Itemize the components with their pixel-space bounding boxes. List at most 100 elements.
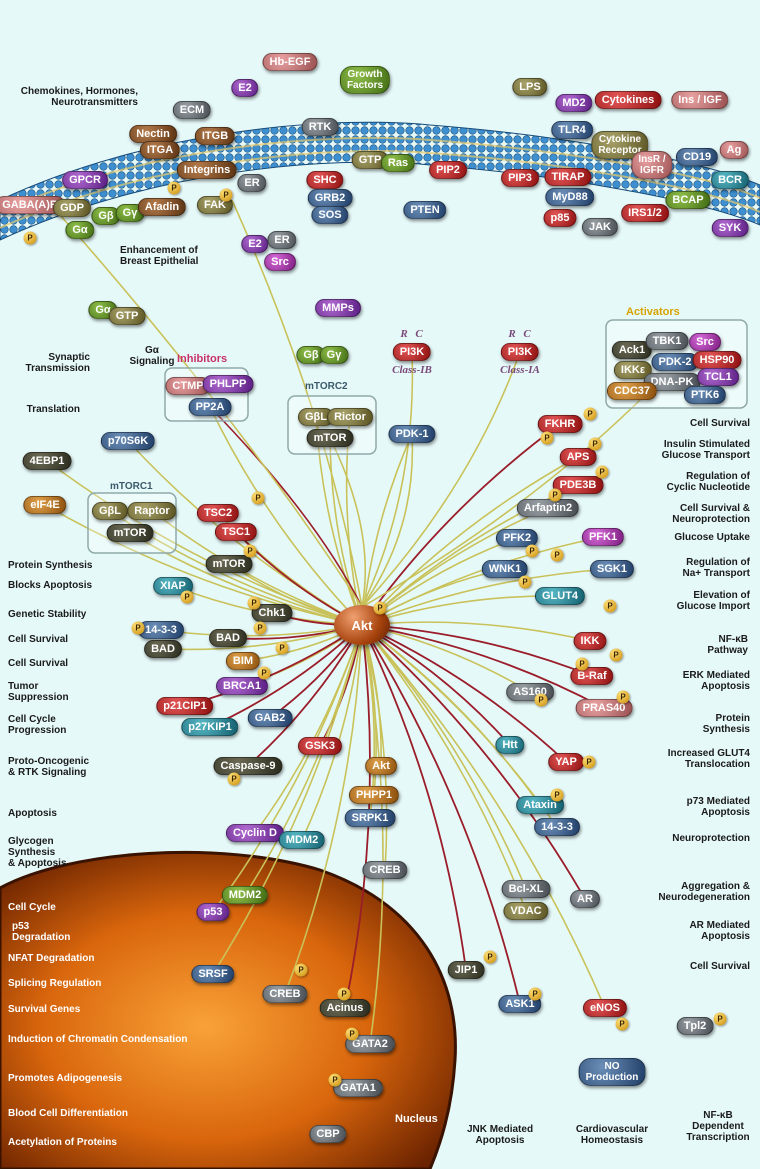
node-e2_top: E2 <box>231 79 259 97</box>
outcome-label: Acetylation of Proteins <box>8 1137 117 1148</box>
node-hbegf: Hb-EGF <box>262 53 318 71</box>
node-irs12: IRS1/2 <box>621 204 669 222</box>
edge-akt-fkhr <box>361 423 561 626</box>
outcome-label: Cardiovascular Homeostasis <box>575 1124 649 1146</box>
node-lps: LPS <box>512 78 548 96</box>
node-phpp1: PHPP1 <box>348 786 400 804</box>
outcome-label: Neuroprotection <box>672 833 750 844</box>
outcome-label: Increased GLUT4 Translocation <box>667 748 750 770</box>
node-gab2: GAB2 <box>247 709 293 727</box>
node-casp9: Caspase-9 <box>213 757 283 775</box>
outcome-label: Survival Genes <box>8 1004 81 1015</box>
node-ataxin: Ataxin <box>516 796 564 814</box>
edge-akt-aps <box>361 456 579 626</box>
node-akt2: Akt <box>365 757 397 775</box>
node-tsc2: TSC2 <box>196 504 240 522</box>
node-phlpp: PHLPP <box>202 375 254 393</box>
phospho-badge: P <box>548 488 562 502</box>
node-insr: InsR / IGFR <box>631 151 673 179</box>
node-bclxl: Bcl-XL <box>501 880 551 898</box>
node-4ebp1: 4EBP1 <box>22 452 72 470</box>
edge-akt-mdm2 <box>301 624 363 841</box>
node-p27: p27KIP1 <box>181 718 239 736</box>
node-e2_c: E2 <box>241 235 269 253</box>
outcome-label: p53 Degradation <box>12 921 71 943</box>
node-gabaar: GABA(A)R <box>0 196 65 214</box>
edge-akt-creb2 <box>284 624 363 995</box>
edge-upstream-6 <box>231 199 363 608</box>
node-creb1: CREB <box>362 861 408 879</box>
node-pi3k_ia: PI3K <box>500 343 540 361</box>
node-glut4: GLUT4 <box>534 587 586 605</box>
outcome-label: Blocks Apoptosis <box>8 580 93 591</box>
node-gsk3: GSK3 <box>298 737 342 755</box>
phospho-badge: P <box>294 963 308 977</box>
node-pi3k_ib: PI3K <box>392 343 432 361</box>
node-pras40: PRAS40 <box>575 699 633 717</box>
phospho-badge: P <box>253 621 267 635</box>
edge-akt-vdac <box>361 624 527 912</box>
node-chk1: Chk1 <box>251 604 293 622</box>
node-mtor_l: mTOR <box>205 555 253 573</box>
node-no: NO Production <box>578 1058 646 1086</box>
outcome-label: NF-κB Pathway <box>707 634 748 656</box>
node-ctmp: CTMP <box>165 377 211 395</box>
outcome-label: Cell Cycle Progression <box>8 714 67 736</box>
node-mtor2: mTOR <box>306 429 354 447</box>
phospho-badge: P <box>575 657 589 671</box>
node-ras: Ras <box>380 154 416 172</box>
node-gpcr: GPCR <box>62 171 108 189</box>
node-shc: SHC <box>306 171 344 189</box>
phospho-badge: P <box>534 693 548 707</box>
node-cd19: CD19 <box>675 148 719 166</box>
edge-akt-4ebp1 <box>46 460 363 626</box>
edge-akt-pras40 <box>361 624 605 709</box>
phospho-badge: P <box>247 596 261 610</box>
activators-title: Activators <box>626 306 680 318</box>
node-tcl1: TCL1 <box>697 368 739 386</box>
node-insigf: Ins / IGF <box>671 91 729 109</box>
outcome-label: NF-κB Dependent Transcription <box>686 1110 750 1143</box>
node-grb2: GRB2 <box>307 189 353 207</box>
outcome-label: Enhancement of Breast Epithelial <box>120 245 199 267</box>
node-p21: p21CIP1 <box>156 697 214 715</box>
phospho-badge: P <box>23 231 37 245</box>
node-hsp90: HSP90 <box>692 351 742 369</box>
node-pdk2: PDK-2 <box>651 353 699 371</box>
phospho-badge: P <box>616 690 630 704</box>
edge-akt-braf <box>361 624 593 677</box>
node-ptk6: PTK6 <box>683 386 727 404</box>
phospho-badge: P <box>328 1073 342 1087</box>
node-nectin: Nectin <box>129 125 177 143</box>
edge-upstream-2 <box>209 406 363 608</box>
phospho-badge: P <box>219 188 233 202</box>
edge-akt-creb1 <box>361 624 388 871</box>
outcome-label: Protein Synthesis <box>8 560 93 571</box>
class-ia-label: Class-IA <box>500 364 540 376</box>
node-raptor: Raptor <box>127 502 177 520</box>
node-arfaptin2: Arfaptin2 <box>516 499 580 517</box>
edge-upstream-7 <box>59 214 363 608</box>
node-tbk1: TBK1 <box>645 332 689 350</box>
node-gata2: GATA2 <box>345 1035 395 1053</box>
outcome-label: Glycogen Synthesis & Apoptosis <box>8 836 67 869</box>
node-cyclind: Cyclin D <box>225 824 285 842</box>
edge-akt-ar <box>361 624 586 900</box>
node-tpl2: Tpl2 <box>676 1017 714 1035</box>
phospho-badge: P <box>603 599 617 613</box>
node-ggamma: Gγ <box>115 204 145 222</box>
edge-akt-casp9 <box>247 624 363 767</box>
node-sgk1: SGK1 <box>590 560 634 578</box>
outcome-label: Induction of Chromatin Condensation <box>8 1034 188 1045</box>
node-itgb: ITGB <box>194 127 236 145</box>
node-brca1: BRCA1 <box>216 677 268 695</box>
outcome-label: Glucose Uptake <box>674 532 750 543</box>
phospho-badge: P <box>588 437 602 451</box>
phospho-badge: P <box>713 1012 727 1026</box>
phospho-badge: P <box>243 544 257 558</box>
node-aps: APS <box>559 448 597 466</box>
edge-akt-sgk1 <box>361 568 613 626</box>
class-ib-label: Class-IB <box>392 364 432 376</box>
catalytic-subunit-label-ib: C <box>415 328 423 340</box>
node-acinus: Acinus <box>319 999 371 1017</box>
